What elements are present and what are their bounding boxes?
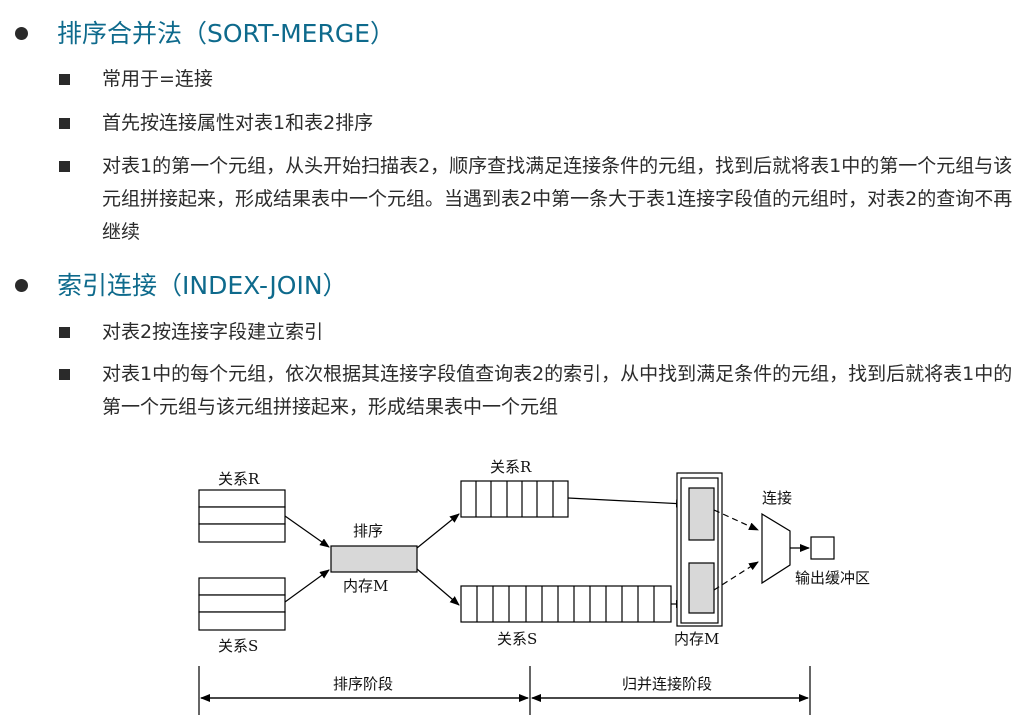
phase-timeline	[198, 666, 811, 715]
relation-s-sorted-label: 关系S	[497, 630, 537, 648]
bullet-square-icon	[59, 74, 70, 85]
relation-r-input-label: 关系R	[218, 470, 260, 488]
join-operator-shape	[761, 512, 791, 585]
relation-r-sorted-block	[460, 480, 569, 518]
text-content: 排序合并法（SORT-MERGE） 常用于=连接 首先按连接属性对表1和表2排序…	[15, 19, 1012, 418]
bullet-square-icon	[59, 327, 70, 338]
sort-label: 排序	[353, 522, 383, 540]
arrow-r-sorted-to-memory	[567, 497, 686, 508]
arrow-s-to-memory	[284, 569, 330, 603]
memory-left-block	[330, 545, 418, 573]
bullet-square-icon	[59, 369, 70, 380]
relation-r-sorted-label: 关系R	[490, 458, 532, 476]
phase-merge-label: 归并连接阶段	[622, 675, 712, 693]
memory-right-label: 内存M	[674, 630, 719, 648]
arrow-r-to-memory	[284, 515, 330, 548]
output-buffer-box	[810, 536, 835, 560]
relation-s-sorted-block	[460, 585, 672, 623]
relation-r-input-block	[198, 489, 286, 543]
bullet-square-icon	[59, 118, 70, 129]
arrow-memory-to-s-sorted	[416, 568, 460, 606]
relation-s-input-label: 关系S	[218, 637, 258, 655]
bullet-dot-icon	[15, 279, 28, 292]
arrow-memory-to-join-top	[713, 509, 759, 531]
phase-sort-label: 排序阶段	[333, 675, 393, 693]
join-label: 连接	[762, 489, 792, 507]
memory-right-block	[676, 472, 723, 627]
bullet-dot-icon	[15, 27, 28, 40]
bullet-square-icon	[59, 161, 70, 172]
output-buffer-label: 输出缓冲区	[795, 569, 870, 587]
arrow-memory-to-join-bottom	[713, 561, 759, 591]
arrow-memory-to-r-sorted	[416, 513, 460, 549]
memory-left-label: 内存M	[343, 577, 388, 595]
relation-s-input-block	[198, 577, 286, 631]
